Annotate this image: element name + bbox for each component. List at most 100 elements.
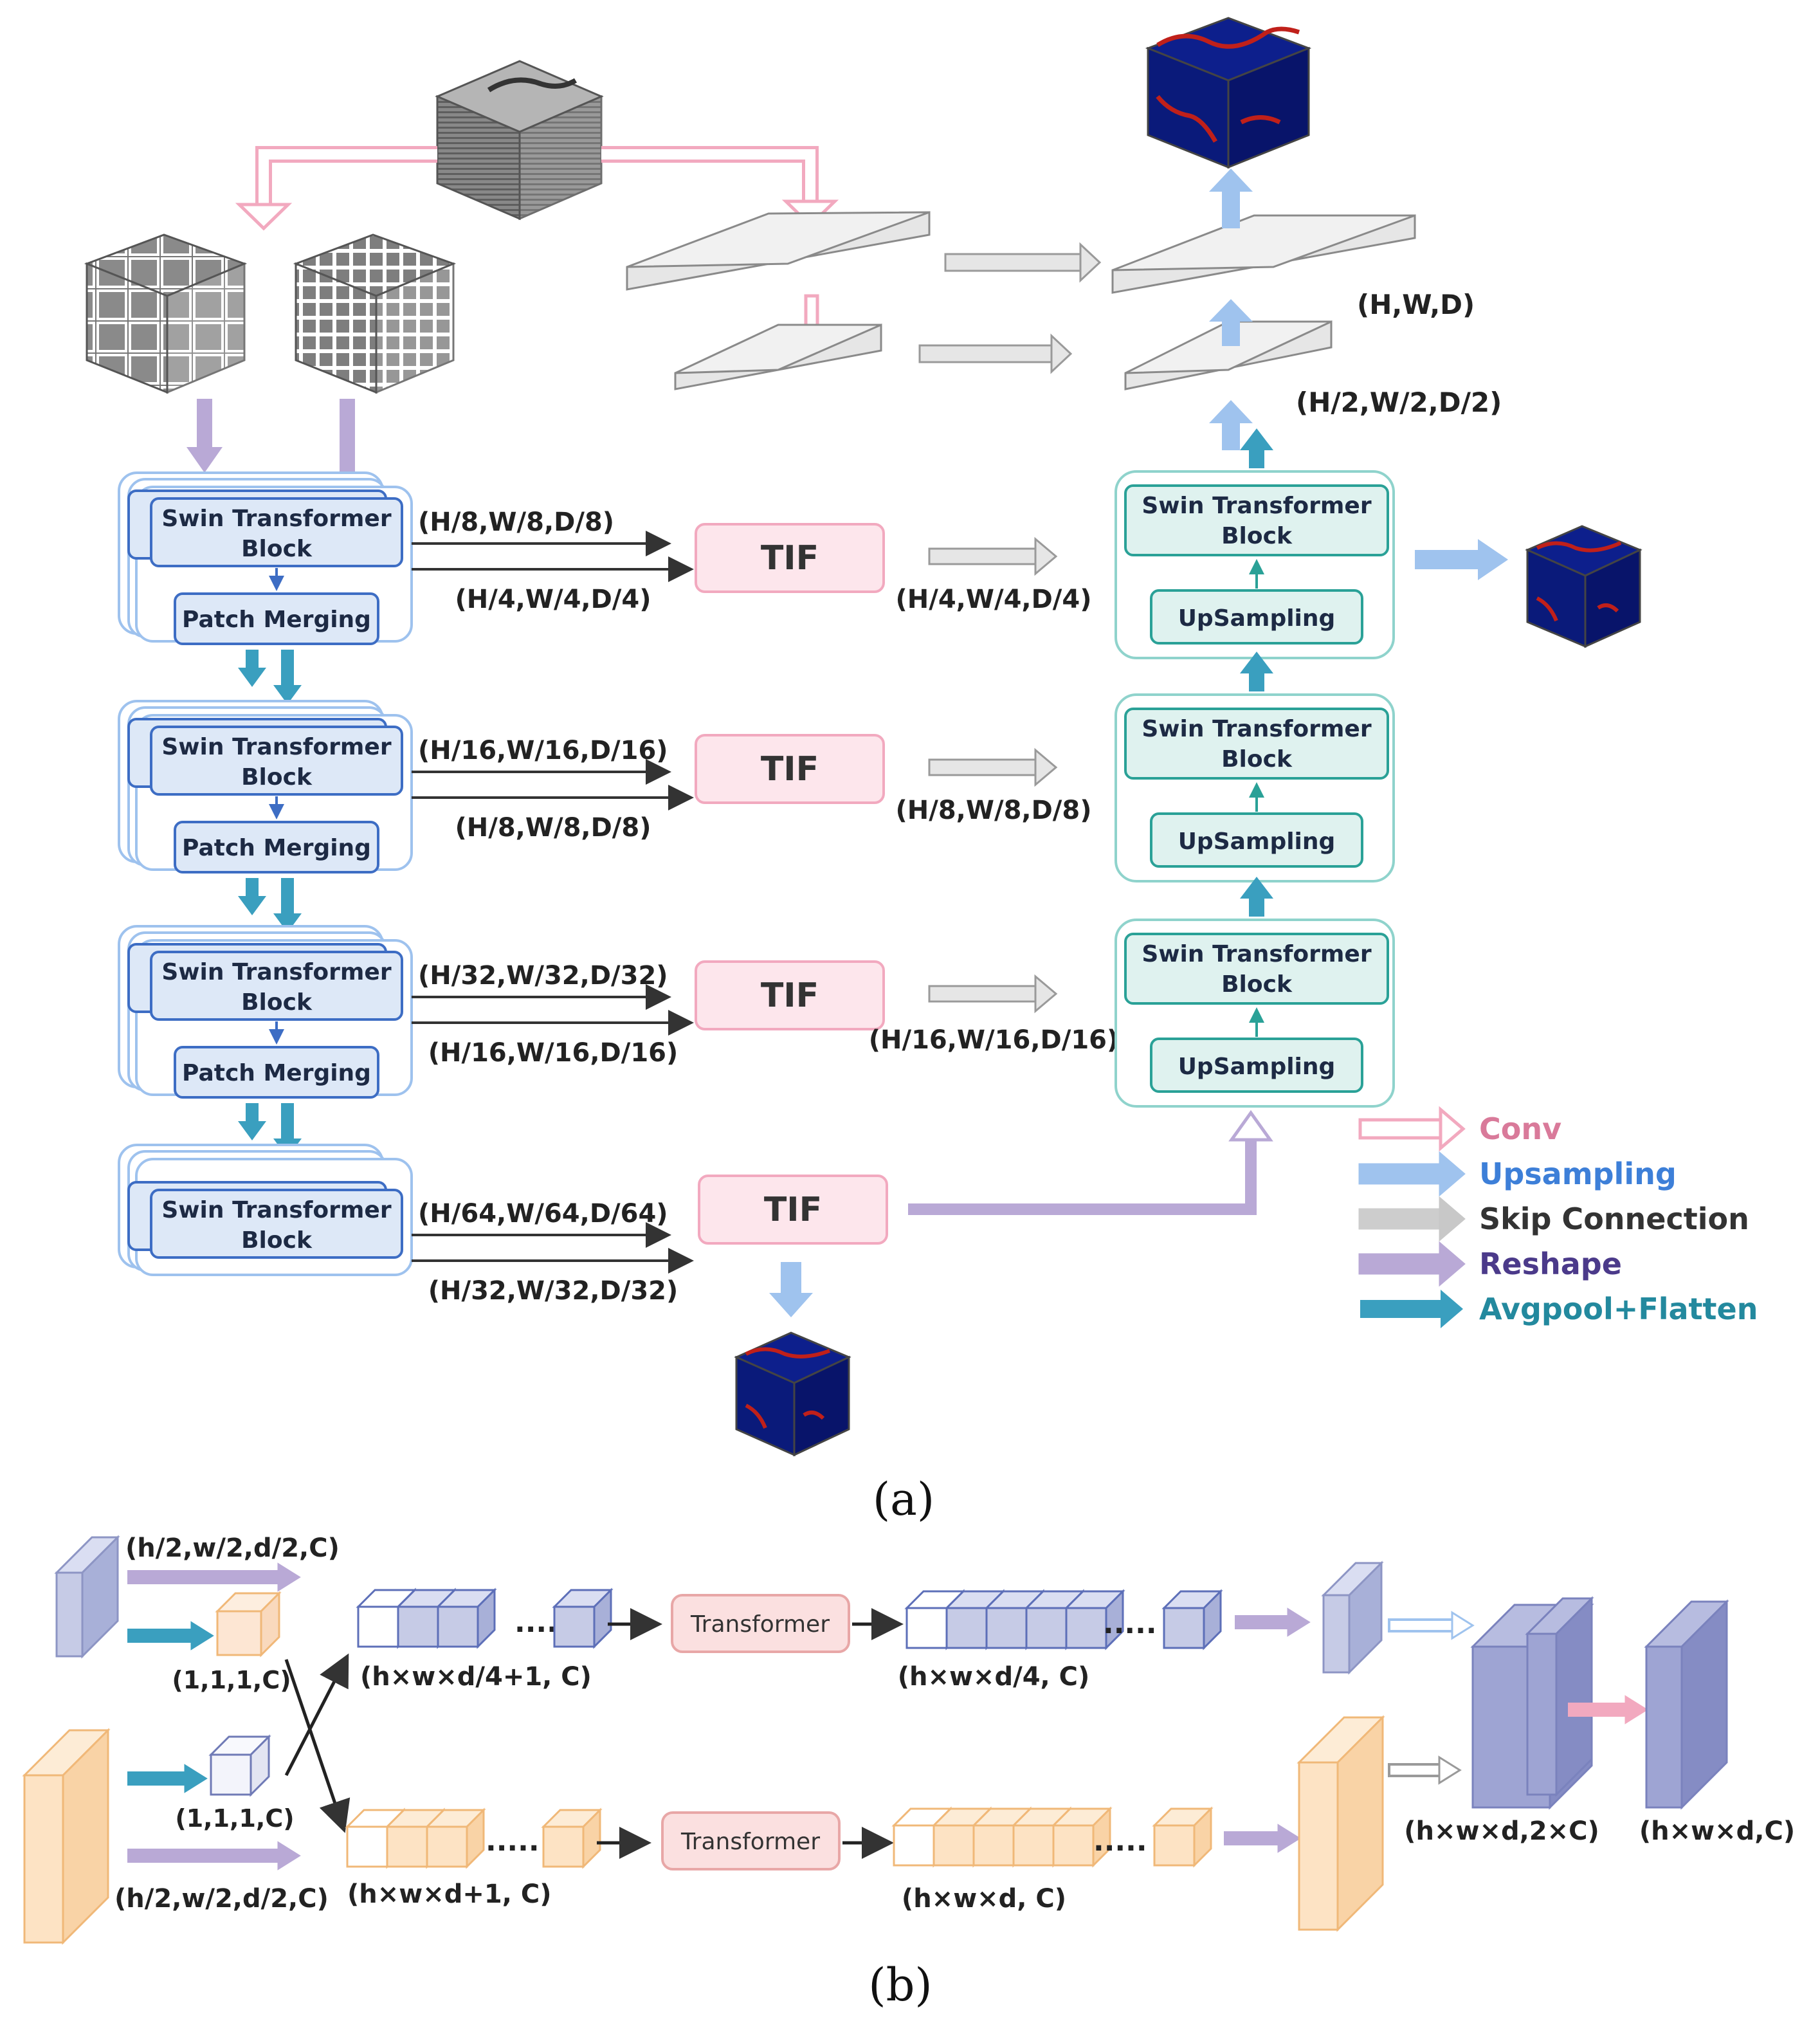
tif-skip-arrow: [1388, 1755, 1462, 1785]
decoder-upsampling-2: [1150, 812, 1363, 868]
decoder-size-label-half: (H/2,W/2,D/2): [1296, 387, 1502, 418]
skip-arrow-tif-2: [928, 747, 1058, 787]
encoder-patch-merging-3: [174, 1046, 379, 1099]
encoder-swin-label-1: Swin Transformer: [161, 506, 391, 532]
tif-cross-arrow-down: [284, 1659, 350, 1833]
decoder-swin-block-3: [1124, 933, 1389, 1005]
encoder-swin-block-3: [150, 951, 403, 1021]
encoder-patch-merging-label-3: Patch Merging: [182, 1060, 371, 1086]
reshape-arrow-tif4-to-decoder: [908, 1110, 1273, 1215]
skip-arrow-plane2: [918, 333, 1073, 374]
tif-modules: TIF(H/4,W/4,D/4)TIF(H/8,W/8,D/8)TIF(H/16…: [695, 523, 1118, 1245]
tif-top-tokens-label: (h×w×d/4+1, C): [360, 1662, 592, 1692]
skip-plane-level1-left: [626, 211, 931, 291]
tif-concat-map-front: [1525, 1596, 1594, 1797]
tif-transformer-top-label: Transformer: [690, 1611, 830, 1638]
legend-item-1: Upsampling: [1358, 1151, 1677, 1197]
tif-cls-token-bottom: [208, 1734, 271, 1797]
caption-b: (b): [868, 1959, 932, 2011]
skip-size-label-1: (H/4,W/4,D/4): [895, 585, 1091, 614]
reshape-arrow-coarse: [187, 399, 223, 473]
decoder-swin-label-2: Swin Transformer: [1142, 716, 1371, 742]
tif-concat-label: (h×w×d,2×C): [1404, 1816, 1599, 1846]
tif-avgpool-arrow-bottom: [127, 1764, 208, 1793]
decoder-block-label-1: Block: [1221, 523, 1293, 549]
tif-transformer-bottom: [661, 1811, 841, 1870]
avgpool-arrow-3: [238, 1103, 302, 1158]
tif-reshaped-top: [1321, 1560, 1384, 1675]
tif-box-4: [698, 1175, 888, 1245]
tif-transformer-bottom-label: Transformer: [680, 1829, 820, 1855]
tif-bottom-token-last: [541, 1807, 603, 1869]
decoder-size-label-full: (H,W,D): [1357, 289, 1475, 320]
input-volume-cube: [435, 60, 604, 221]
conv-arrow-left: [235, 146, 437, 231]
tif-label-3: TIF: [761, 976, 819, 1015]
patch-cube-coarse: [84, 233, 248, 394]
encoder-out-label-bottom-3: (H/16,W/16,D/16): [428, 1038, 678, 1068]
tif-input-encoder-slab: [54, 1535, 120, 1659]
decoder-swin-block-1: [1124, 484, 1389, 556]
decoder-swin-label-3: Swin Transformer: [1142, 941, 1371, 967]
upsampling-arrow-level1: [1209, 299, 1253, 346]
tif-box-3: [695, 960, 885, 1030]
avgpool-arrow-2: [238, 878, 302, 933]
decoder-upsampling-1: [1150, 589, 1363, 645]
encoder-patch-merging-label-2: Patch Merging: [182, 835, 371, 861]
skip-plane-level2-left: [674, 324, 882, 390]
legend-item-2: Skip Connection: [1358, 1196, 1749, 1242]
encoder-swin-block-2: [150, 726, 403, 796]
encoder-out-label-bottom-4: (H/32,W/32,D/32): [428, 1276, 678, 1306]
tif-bottom-input-label: (h/2,w/2,d/2,C): [114, 1884, 329, 1914]
legend-label-1: Upsampling: [1479, 1157, 1677, 1191]
tif-top-token-last: [552, 1587, 614, 1649]
upsampling-arrow-tif4: [769, 1262, 813, 1317]
tif-top-tokens: [356, 1587, 497, 1649]
tif-top-out-token-last: [1161, 1589, 1223, 1651]
skip-arrow-plane1: [944, 242, 1102, 283]
encoder-block-label-3: Block: [241, 989, 313, 1016]
tif-conv-arrow: [1568, 1695, 1648, 1724]
tif-reshaped-bottom: [1297, 1715, 1385, 1932]
encoder-patch-merging-label-1: Patch Merging: [182, 607, 371, 633]
encoder-patch-merging-1: [174, 592, 379, 645]
tif-bottom-out-token-last: [1152, 1806, 1214, 1868]
tif-input-decoder-slab: [22, 1728, 111, 1945]
tif-top-input-label: (h/2,w/2,d/2,C): [125, 1533, 340, 1563]
legend-item-3: Reshape: [1358, 1241, 1622, 1287]
legend-label-0: Conv: [1479, 1111, 1561, 1146]
segmentation-output-cube-side: [1525, 525, 1643, 648]
decoder-up-arrow-3: [1240, 877, 1273, 917]
tif-final-map: [1644, 1599, 1729, 1810]
tif-bottom-tokens: [345, 1807, 486, 1869]
tif-label-4: TIF: [764, 1191, 822, 1229]
tif-bottom-tokens-label: (h×w×d+1, C): [347, 1879, 551, 1909]
decoder-upsampling-label-1: UpSampling: [1178, 605, 1336, 632]
encoder-out-label-top-3: (H/32,W/32,D/32): [418, 961, 668, 991]
upsampling-arrow-level2: [1209, 400, 1253, 450]
caption-a: (a): [873, 1473, 934, 1526]
tif-label-2: TIF: [761, 750, 819, 789]
tif-cls-token-top: [215, 1591, 282, 1658]
encoder-block-label-4: Block: [241, 1227, 313, 1254]
tif-box-1: [695, 523, 885, 593]
tif-upsample-arrow: [1388, 1611, 1475, 1640]
encoder-swin-block-1: [150, 497, 403, 567]
legend-label-4: Avgpool+Flatten: [1479, 1292, 1758, 1326]
avgpool-arrow-1: [238, 650, 302, 704]
tif-bottom-dots-2: ·····: [1093, 1832, 1147, 1865]
encoder-out-label-top-1: (H/8,W/8,D/8): [418, 508, 614, 537]
tif-cls-label-top: (1,1,1,C): [172, 1666, 291, 1694]
tif-top-tokens-token-2: [435, 1587, 497, 1649]
encoder-out-label-top-4: (H/64,W/64,D/64): [418, 1199, 668, 1229]
tif-detail-diagram: (h/2,w/2,d/2,C) (h/2,w/2,d/2,C) (1,1,1,C) (…: [22, 1533, 1795, 1945]
tif-top-out-label: (h×w×d/4, C): [898, 1662, 1090, 1692]
tif-transformer-top: [671, 1594, 850, 1653]
tif-top-dots-2: ·····: [1103, 1614, 1157, 1647]
decoder-up-arrow-1: [1240, 428, 1273, 468]
